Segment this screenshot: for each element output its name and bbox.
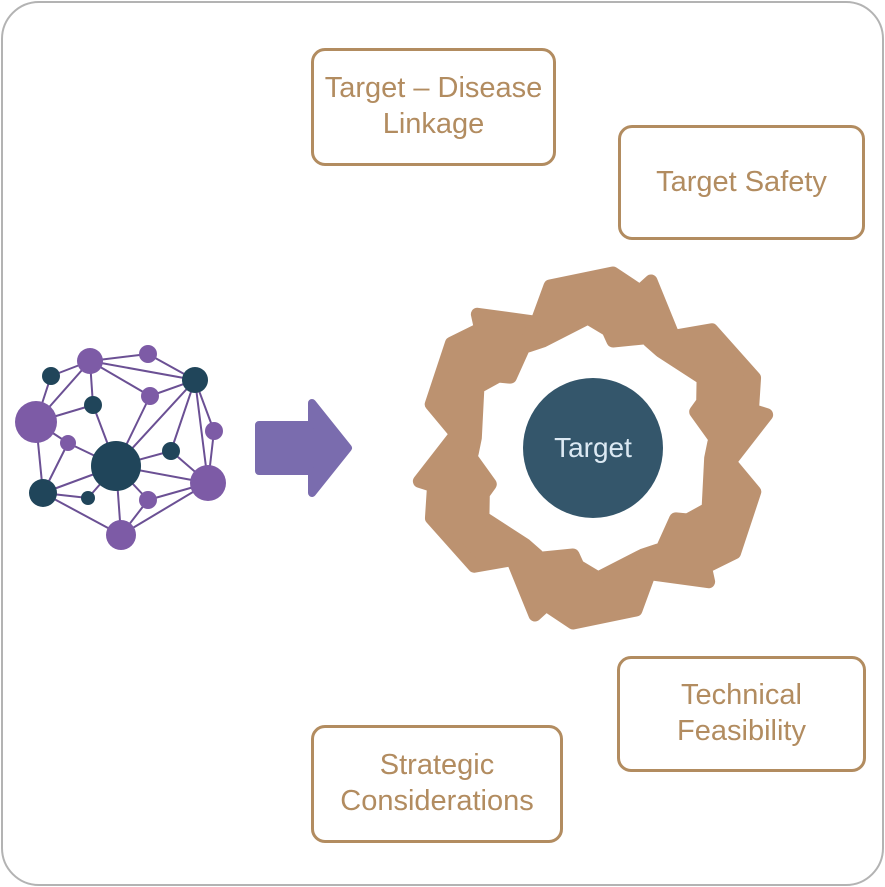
- box-technical-feasibility-label: Technical Feasibility: [677, 679, 806, 747]
- box-target-safety-label: Target Safety: [656, 165, 827, 198]
- box-strategic-considerations-label: Strategic Considerations: [340, 749, 534, 817]
- target-circle: [523, 378, 663, 518]
- box-technical-feasibility: Technical Feasibility: [617, 656, 866, 772]
- box-strategic-considerations: Strategic Considerations: [311, 725, 563, 843]
- target-circle-label: Target: [554, 432, 632, 463]
- network-nodes: [15, 345, 226, 550]
- box-target-disease-linkage-label: Target – Disease Linkage: [324, 72, 543, 140]
- network-graph-icon: [15, 345, 226, 550]
- diagram-graphics: [15, 3, 884, 886]
- box-target-safety: Target Safety: [618, 125, 865, 240]
- right-arrow-icon: [255, 399, 352, 497]
- box-target-disease-linkage: Target – Disease Linkage: [311, 48, 556, 166]
